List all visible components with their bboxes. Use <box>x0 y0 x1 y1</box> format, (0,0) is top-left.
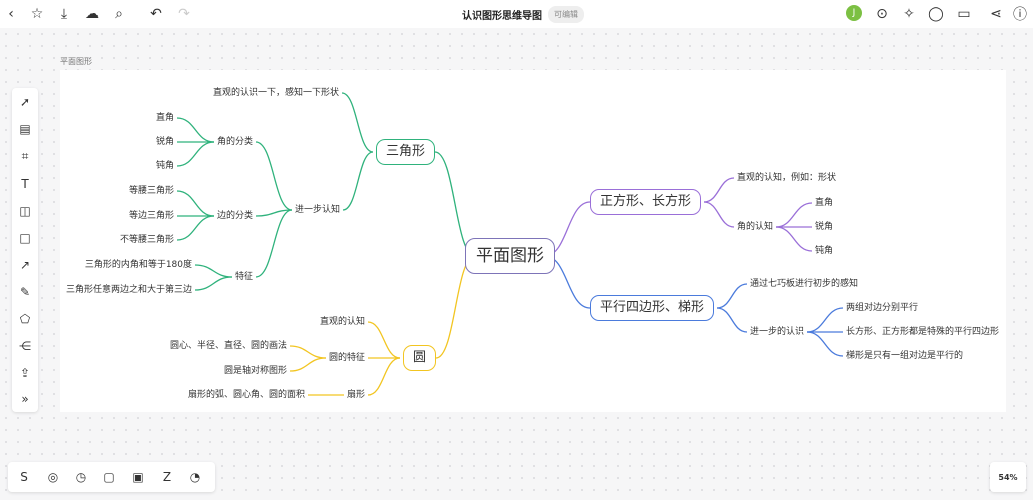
rectangle-icon[interactable]: □ <box>19 231 31 245</box>
node[interactable]: 边的分类 <box>216 211 253 221</box>
node[interactable]: 圆的特征 <box>328 353 365 363</box>
node[interactable]: 等边三角形 <box>128 211 174 221</box>
node[interactable]: 角的分类 <box>216 137 253 147</box>
node[interactable]: 圆心、半径、直径、圆的画法 <box>169 341 287 351</box>
node[interactable]: 进一步认知 <box>294 205 340 215</box>
layout-icon[interactable]: ▭ <box>957 6 971 22</box>
undo-icon[interactable]: ↶ <box>150 6 162 22</box>
node[interactable]: 长方形、正方形都是特殊的平行四边形 <box>846 327 1000 337</box>
node[interactable]: 直观的认知 <box>319 317 365 327</box>
node[interactable]: 三角形任意两边之和大于第三边 <box>65 285 192 295</box>
top-bar: ‹ ☆ ⤓ ☁ ⌕ ↶ ↷ 认识图形思维导图 可编辑 J ⊙ ✧ ◯ ▭ ⋖ ⓘ <box>0 0 1033 28</box>
more-icon[interactable]: » <box>21 392 29 406</box>
node[interactable]: 扇形 <box>346 390 365 400</box>
node[interactable]: 两组对边分别平行 <box>846 303 919 313</box>
mindmap-icon[interactable]: ⋲ <box>19 339 31 353</box>
node[interactable]: 扇形的弧、圆心角、圆的面积 <box>187 390 305 400</box>
avatar[interactable]: J <box>846 5 862 21</box>
node[interactable]: 梯形是只有一组对边是平行的 <box>846 351 964 361</box>
pentagon-icon[interactable]: ⬠ <box>19 312 31 326</box>
message-icon[interactable]: ▢ <box>103 470 115 484</box>
sticky-note-icon[interactable]: ◫ <box>19 204 31 218</box>
comment-icon[interactable]: ◯ <box>928 6 944 22</box>
root-node[interactable]: 平面图形 <box>465 238 555 274</box>
branch-circle[interactable]: 圆 <box>403 345 437 371</box>
title-group: 认识图形思维导图 可编辑 <box>462 4 584 24</box>
zoom-level[interactable]: 54% <box>990 462 1026 492</box>
upload-icon[interactable]: ⇪ <box>19 366 31 380</box>
video-icon[interactable]: ▣ <box>132 470 144 484</box>
arrow-icon[interactable]: ↗ <box>19 258 31 272</box>
celebrate-icon[interactable]: ✧ <box>903 6 915 22</box>
branch-square[interactable]: 正方形、长方形 <box>590 189 702 215</box>
node[interactable]: 钝角 <box>155 161 174 171</box>
download-icon[interactable]: ⤓ <box>60 6 68 22</box>
node[interactable]: 等腰三角形 <box>128 186 174 196</box>
redo-icon[interactable]: ↷ <box>178 6 190 22</box>
node[interactable]: 直角 <box>815 198 834 208</box>
node[interactable]: 直观的认识一下，感知一下形状 <box>212 88 339 98</box>
node[interactable]: 锐角 <box>155 137 174 147</box>
cloud-icon[interactable]: ☁ <box>85 6 99 22</box>
node[interactable]: 直观的认知，例如：形状 <box>737 173 837 183</box>
node[interactable]: 不等腰三角形 <box>119 235 174 245</box>
node[interactable]: 钝角 <box>815 246 834 256</box>
pen-icon[interactable]: ✎ <box>19 285 31 299</box>
z-icon[interactable]: Z <box>162 470 172 484</box>
node[interactable]: 三角形的内角和等于180度 <box>84 260 192 270</box>
present-icon[interactable]: ⊙ <box>876 6 888 22</box>
s-icon[interactable]: S <box>20 470 28 484</box>
node[interactable]: 直角 <box>155 113 174 123</box>
editable-badge: 可编辑 <box>548 5 584 23</box>
frame-icon[interactable]: ⌗ <box>21 148 29 163</box>
node[interactable]: 通过七巧板进行初步的感知 <box>750 279 859 289</box>
left-toolbar: ➚ ▤ ⌗ T ◫ □ ↗ ✎ ⬠ ⋲ ⇪ » <box>12 88 38 412</box>
template-icon[interactable]: ▤ <box>19 122 31 136</box>
bottom-toolbar: S ◎ ◷ ▢ ▣ Z ◔ <box>8 462 215 492</box>
frame-label: 平面图形 <box>60 57 92 66</box>
share-icon[interactable]: ⋖ <box>990 6 1002 22</box>
node[interactable]: 角的认知 <box>737 222 774 232</box>
vote-icon[interactable]: ◔ <box>189 470 201 484</box>
document-title[interactable]: 认识图形思维导图 <box>462 10 542 22</box>
branch-triangle[interactable]: 三角形 <box>376 139 436 165</box>
branch-parallelogram[interactable]: 平行四边形、梯形 <box>590 295 715 321</box>
timer-icon[interactable]: ◷ <box>75 470 87 484</box>
help-icon[interactable]: ⓘ <box>1013 7 1027 23</box>
text-icon[interactable]: T <box>21 177 29 191</box>
node[interactable]: 锐角 <box>815 222 834 232</box>
star-icon[interactable]: ☆ <box>30 6 44 22</box>
node[interactable]: 特征 <box>234 272 253 282</box>
chat-icon[interactable]: ◎ <box>47 470 59 484</box>
back-icon[interactable]: ‹ <box>8 6 14 22</box>
node[interactable]: 圆是轴对称图形 <box>223 366 287 376</box>
select-icon[interactable]: ➚ <box>19 95 31 109</box>
search-icon[interactable]: ⌕ <box>115 6 123 22</box>
node[interactable]: 进一步的认识 <box>750 327 805 337</box>
